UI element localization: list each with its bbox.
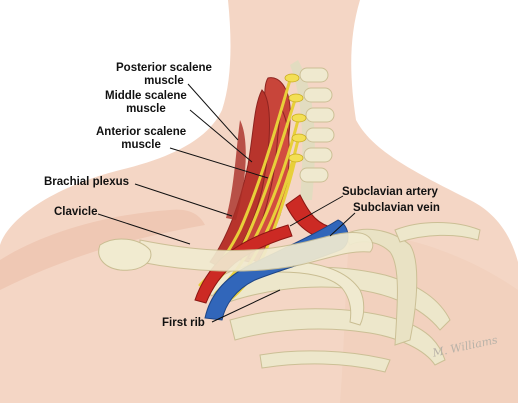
label-anterior-scalene-line1: Anterior scalene	[96, 126, 187, 138]
label-first-rib: First rib	[162, 317, 205, 329]
label-subclavian-vein: Subclavian vein	[353, 202, 440, 214]
label-anterior-scalene: Anterior scalene muscle	[96, 126, 186, 152]
leader-lines	[97, 83, 356, 323]
clavicle-head	[98, 238, 152, 271]
label-middle-scalene: Middle scalene muscle	[105, 90, 187, 116]
label-brachial-plexus: Brachial plexus	[44, 176, 130, 188]
label-subclavian-artery: Subclavian artery	[342, 186, 438, 198]
nerve-roots	[284, 73, 307, 163]
shoulder-shadow	[0, 209, 205, 290]
label-posterior-scalene: Posterior scalene muscle	[116, 62, 212, 88]
label-clavicle: Clavicle	[54, 206, 98, 218]
label-posterior-scalene-line1: Posterior scalene	[116, 62, 212, 74]
label-middle-scalene-line1: Middle scalene	[105, 90, 187, 102]
clavicle-bone	[139, 231, 374, 272]
cervical-spine	[290, 60, 335, 200]
label-posterior-scalene-line2: muscle	[144, 75, 184, 87]
label-middle-scalene-line2: muscle	[126, 103, 166, 115]
label-anterior-scalene-line2: muscle	[121, 139, 161, 151]
